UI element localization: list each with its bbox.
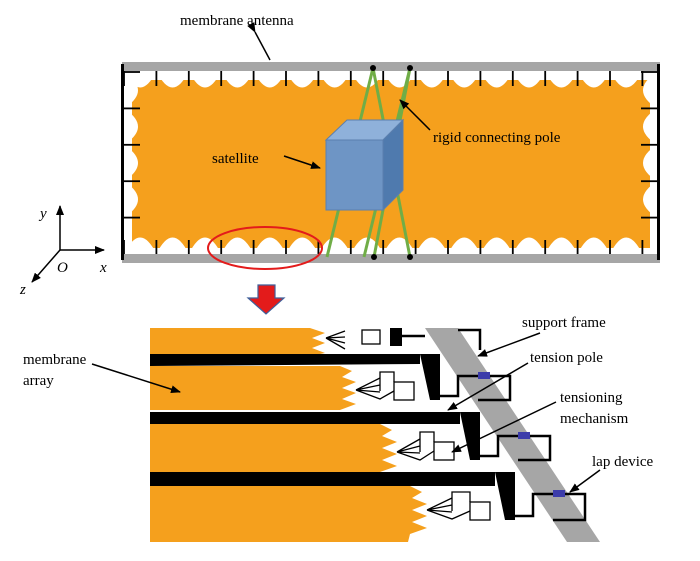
coordinate-axes: y x z O bbox=[19, 205, 107, 298]
membrane-scallop-edges bbox=[124, 71, 657, 254]
satellite-cube bbox=[324, 118, 405, 212]
membrane-array-4 bbox=[150, 486, 427, 542]
axis-z-label: z bbox=[19, 282, 26, 298]
membrane-array-arrow bbox=[91, 363, 181, 394]
membrane-array-1 bbox=[150, 328, 325, 356]
membrane-antenna-arrow bbox=[247, 22, 271, 61]
tensioning-mechanism-label-line1: tensioning bbox=[560, 390, 623, 406]
top-view: membrane antenna rigid connecting pole s… bbox=[121, 13, 660, 270]
left-frame-edge bbox=[121, 64, 124, 260]
membrane-array-3 bbox=[150, 424, 397, 472]
axis-x-label: x bbox=[99, 260, 107, 276]
membrane-array-2 bbox=[150, 366, 356, 410]
top-support-frame bbox=[122, 62, 660, 71]
tensioning-mechanism-arrow bbox=[451, 401, 557, 453]
upper-connectors bbox=[402, 328, 482, 350]
membrane-array-label-line2: array bbox=[23, 373, 54, 389]
tension-poles bbox=[150, 328, 515, 520]
axis-y-label: y bbox=[38, 206, 47, 222]
membrane-antenna-label: membrane antenna bbox=[180, 13, 294, 29]
rigid-pole-arrow bbox=[399, 99, 431, 131]
tensioning-mechanisms bbox=[325, 329, 491, 521]
tension-pole-label: tension pole bbox=[530, 350, 603, 366]
highlight-ellipse bbox=[207, 226, 323, 270]
satellite-label: satellite bbox=[212, 151, 259, 167]
right-frame-edge bbox=[657, 64, 660, 260]
bottom-support-frame bbox=[122, 254, 660, 263]
tensioning-mechanism-label-line2: mechanism bbox=[560, 411, 629, 427]
support-frame-arrow bbox=[477, 332, 541, 357]
tension-pole-arrow bbox=[447, 362, 529, 411]
lap-device-label: lap device bbox=[592, 454, 654, 470]
axis-origin-label: O bbox=[57, 260, 68, 276]
membrane-array-label-line1: membrane bbox=[23, 352, 87, 368]
support-frame-label: support frame bbox=[522, 315, 606, 331]
lap-device-arrow bbox=[569, 469, 601, 493]
detail-view: membrane array support frame tension pol… bbox=[23, 315, 654, 542]
rigid-pole-label: rigid connecting pole bbox=[433, 130, 561, 146]
satellite-arrow bbox=[283, 155, 321, 169]
lap-devices bbox=[440, 372, 587, 522]
tension-ticks bbox=[123, 71, 657, 254]
zoom-arrow bbox=[246, 284, 286, 315]
